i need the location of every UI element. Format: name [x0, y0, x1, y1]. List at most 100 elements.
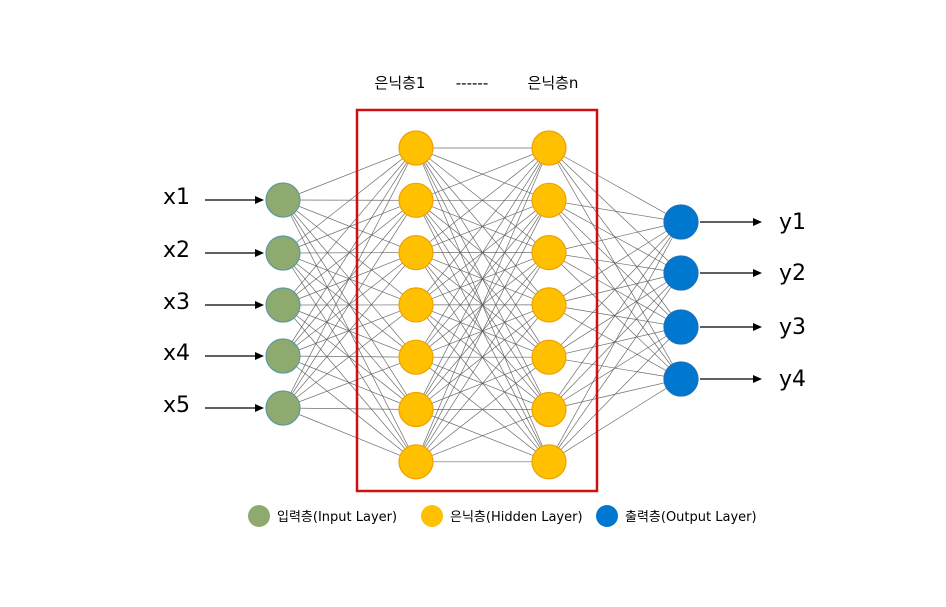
output-label: y3 — [779, 315, 806, 340]
legend: 입력층(Input Layer) 은닉층(Hidden Layer) 출력층(Out… — [248, 505, 757, 527]
connection-line — [415, 147, 550, 462]
output-label: y1 — [779, 210, 806, 235]
output-label: y4 — [779, 367, 806, 392]
connection-line — [282, 407, 417, 463]
connection-line — [548, 326, 682, 410]
connection-line — [415, 356, 550, 463]
connection-line — [548, 221, 682, 358]
arrowhead-icon — [753, 269, 762, 277]
hidden-neuron-layer-n — [531, 130, 567, 166]
connection-line — [415, 147, 550, 306]
input-neuron — [265, 287, 301, 323]
output-neuron — [663, 255, 699, 291]
connection-line — [282, 147, 417, 201]
connection-line — [415, 200, 550, 462]
hidden-neuron-layer-n — [531, 287, 567, 323]
connection-line — [415, 147, 550, 253]
legend-label: 입력층(Input Layer) — [277, 510, 397, 525]
connection-line — [548, 199, 682, 223]
output-neuron — [663, 204, 699, 240]
connection-line — [282, 147, 417, 409]
connection-line — [415, 147, 550, 201]
legend-swatch — [596, 505, 618, 527]
hidden-neuron-layer-n — [531, 391, 567, 428]
output-neuron — [663, 309, 699, 345]
output-label: y2 — [779, 261, 806, 286]
connection-line — [548, 326, 682, 463]
connection-line — [282, 304, 417, 409]
arrowhead-icon — [753, 323, 762, 331]
connection-line — [548, 199, 682, 274]
arrowhead-icon — [255, 249, 264, 257]
legend-label: 출력층(Output Layer) — [625, 510, 757, 525]
connection-line — [415, 147, 550, 358]
hidden-neuron-layer-n — [531, 339, 567, 375]
hidden-neuron-layer-n — [531, 235, 567, 271]
input-label: x1 — [163, 185, 190, 210]
legend-label: 은닉층(Hidden Layer) — [450, 510, 583, 525]
input-label: x2 — [163, 238, 190, 263]
connection-line — [282, 200, 417, 409]
arrowhead-icon — [255, 196, 264, 204]
connection-line — [282, 304, 417, 410]
hidden-layers-highlight-box — [355, 108, 599, 493]
connection-line — [548, 272, 682, 306]
connection-line — [548, 147, 682, 223]
connection-line — [548, 221, 682, 462]
connection-line — [548, 252, 682, 274]
arrowhead-icon — [255, 301, 264, 309]
connection-line — [415, 409, 550, 463]
neurons — [265, 130, 699, 480]
connection-line — [282, 147, 417, 357]
hidden-neuron-layer-n — [531, 182, 567, 218]
connection-line — [282, 200, 417, 306]
ellipsis-dashes: ------ — [456, 74, 488, 92]
connection-line — [282, 356, 417, 409]
input-neuron — [265, 390, 301, 426]
input-label: x3 — [163, 290, 190, 315]
io-labels: x1 x2 x3 x4 x5 y1 y2 y3 y4 — [163, 185, 806, 418]
hidden-neuron-layer-1 — [398, 130, 434, 166]
input-label: x5 — [163, 393, 190, 418]
hidden-neuron-layer-1 — [398, 182, 434, 218]
arrowhead-icon — [753, 375, 762, 383]
connection-line — [548, 378, 682, 463]
connection-line — [282, 252, 417, 409]
output-neuron — [663, 361, 699, 397]
hidden-neuron-layer-1 — [398, 444, 434, 480]
io-arrows — [205, 196, 762, 412]
hidden-layer-n-label: 은닉층n — [528, 74, 579, 92]
hidden-neuron-layer-1 — [398, 339, 434, 375]
connection-line — [548, 272, 682, 463]
arrowhead-icon — [255, 352, 264, 360]
connection-line — [415, 304, 550, 463]
connection-line — [415, 252, 550, 462]
hidden-layer-1-label: 은닉층1 — [375, 74, 426, 92]
arrowhead-icon — [255, 404, 264, 412]
connection-line — [282, 407, 417, 410]
connection-line — [548, 221, 682, 410]
connection-line — [548, 147, 682, 274]
legend-swatch — [421, 505, 443, 527]
connection-line — [415, 147, 550, 410]
connections — [282, 147, 682, 463]
connection-line — [282, 147, 417, 306]
connection-line — [282, 147, 417, 254]
connection-line — [282, 304, 417, 358]
arrowhead-icon — [753, 218, 762, 226]
hidden-neuron-layer-n — [531, 444, 567, 480]
connection-line — [548, 272, 682, 358]
legend-swatch — [248, 505, 270, 527]
input-label: x4 — [163, 341, 190, 366]
input-neuron — [265, 182, 301, 218]
connection-line — [548, 221, 682, 253]
hidden-neuron-layer-1 — [398, 287, 434, 323]
hidden-neuron-layer-1 — [398, 391, 434, 428]
connection-line — [282, 252, 417, 306]
hidden-neuron-layer-1 — [398, 235, 434, 271]
connection-line — [548, 221, 682, 306]
input-neuron — [265, 338, 301, 374]
input-neuron — [265, 235, 301, 271]
connection-line — [282, 304, 417, 463]
